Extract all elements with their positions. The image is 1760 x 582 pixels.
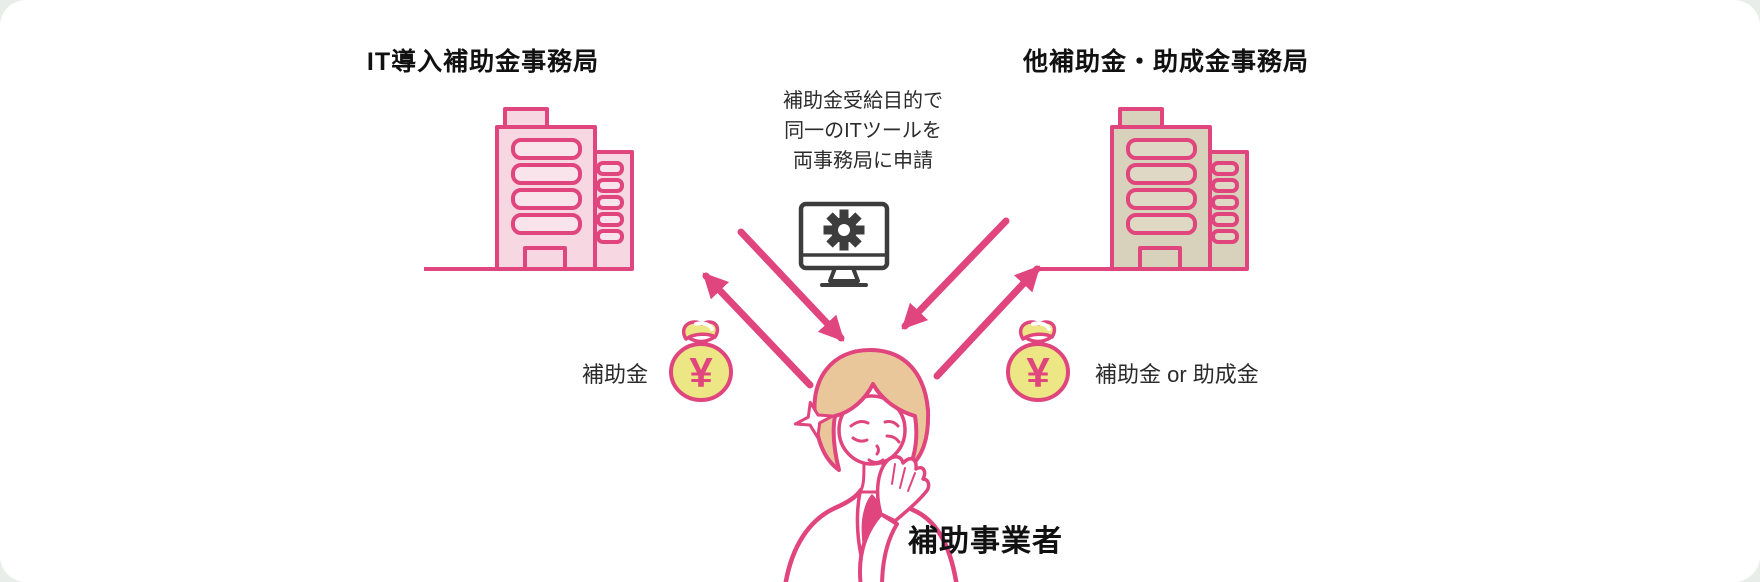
left-office-building-icon xyxy=(424,107,634,271)
sparkle-icon xyxy=(793,400,835,440)
arrow-applicant-to-right-office xyxy=(933,265,1041,380)
center-note-line1: 補助金受給目的で xyxy=(783,90,943,112)
money-bag-icon-right: ¥ xyxy=(1006,320,1070,402)
right-office-building-icon xyxy=(1039,107,1249,271)
arrow-left-office-to-applicant xyxy=(737,228,845,342)
hand xyxy=(875,455,931,523)
arrows-overlay xyxy=(702,217,1041,389)
applicant-label: 補助事業者 xyxy=(908,525,1063,558)
it-tool-monitor-gear-icon xyxy=(798,201,890,287)
forearm xyxy=(858,512,899,582)
yen-symbol: ¥ xyxy=(1026,349,1050,396)
money-bag-icon-left: ¥ xyxy=(669,320,733,402)
eyebrow-right xyxy=(883,420,900,428)
center-note-line2: 同一のITツールを xyxy=(784,120,942,142)
left-office-title: IT導入補助金事務局 xyxy=(366,48,600,76)
arrow-applicant-to-left-office xyxy=(702,272,814,389)
center-note-line3: 両事務局に申請 xyxy=(793,150,933,172)
mouth xyxy=(867,458,885,464)
right-payout-label: 補助金 or 助成金 xyxy=(1095,362,1259,387)
eye-left xyxy=(851,436,869,443)
center-note: 補助金受給目的で 同一のITツールを 両事務局に申請 xyxy=(743,86,983,176)
right-office-title: 他補助金・助成金事務局 xyxy=(1022,48,1309,76)
face xyxy=(837,394,907,466)
yen-symbol: ¥ xyxy=(689,349,713,396)
arrow-right-office-to-applicant xyxy=(901,217,1010,330)
eye-right xyxy=(885,434,901,444)
gear-icon xyxy=(823,209,865,251)
left-payout-label: 補助金 xyxy=(581,362,648,387)
eyebrow-left xyxy=(849,420,870,428)
nose xyxy=(875,444,880,456)
applicant-person-illustration xyxy=(783,348,959,582)
